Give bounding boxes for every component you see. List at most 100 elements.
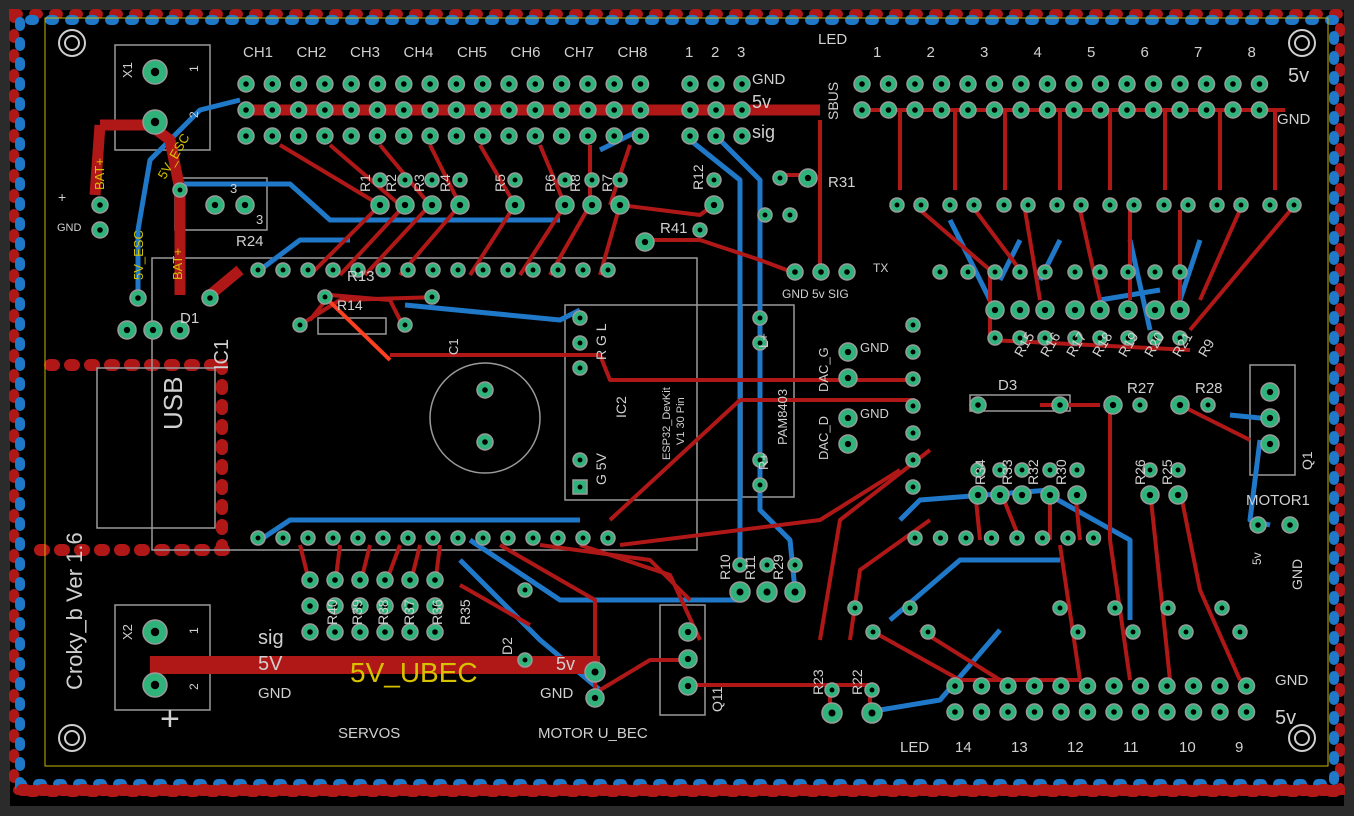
q-bot-b-1-hole <box>925 629 931 635</box>
rgl-pad-1-hole <box>577 340 583 346</box>
q-top-a-3-hole <box>1054 202 1060 208</box>
led-top-pad-r0-3-hole <box>938 81 945 87</box>
sbus-header-pad-r1-2-hole <box>739 107 745 113</box>
r-top-b-4-hole <box>511 201 519 209</box>
r12-pad-a-hole <box>711 177 717 183</box>
v5-label-sbus: 5v <box>752 92 771 112</box>
r-right-b-4-hole <box>1096 306 1104 314</box>
r-mid-a-4-hole <box>1074 467 1080 473</box>
rgl-pad-0-hole <box>577 315 583 321</box>
led-top-pad-r1-13-hole <box>1203 107 1210 113</box>
r-mid2-a-2-hole <box>792 562 798 568</box>
channel-header-pad-r0-4-hole <box>348 81 355 87</box>
esp-top-pad-9-hole <box>480 267 486 273</box>
servo-pad-r1-1-hole <box>332 603 338 609</box>
esp-top-pad-4-hole <box>355 267 361 273</box>
channel-header-pad-r0-10-hole <box>506 81 512 87</box>
q-top-a-4-hole <box>1107 202 1113 208</box>
led-bottom-pad-r1-11-hole <box>1243 709 1250 715</box>
led-top-pad-r0-4-hole <box>965 81 971 87</box>
tx-header-pad-2-hole <box>844 269 850 275</box>
mid-row-pad-7-hole <box>1091 535 1096 541</box>
v5-label-top-right: 5v <box>1288 65 1309 87</box>
q-top-a-0-hole <box>894 202 900 208</box>
led-top-pad-r0-10-hole <box>1124 81 1130 87</box>
r-mid-b-2-hole <box>1018 491 1026 499</box>
dac-pad-1-hole <box>844 348 852 356</box>
servo-pad-r0-4-hole <box>407 577 413 583</box>
resistor-label-top-3: R4 <box>437 174 453 192</box>
r14-pad-b-hole <box>402 322 408 328</box>
sbus-header-pad-r2-2-hole <box>739 133 745 139</box>
r-right-b-0-hole <box>991 306 999 314</box>
d3-pad-a-hole <box>975 402 981 408</box>
esp-bottom-pad-1-hole <box>280 535 286 541</box>
r41-pad-b-hole <box>697 227 703 233</box>
pam-label: PAM8403 <box>775 389 790 445</box>
c1-pad-a-hole <box>482 387 488 393</box>
pam-l-pad-1-hole <box>757 340 763 346</box>
resistor-label-top-6: R8 <box>567 174 583 192</box>
channel-header-pad-r0-11-hole <box>532 81 539 87</box>
r-top-b-0-hole <box>376 201 384 209</box>
outline-dashes <box>9 9 1345 797</box>
q-r31-pad-1-hole <box>762 212 768 218</box>
r-right-extra-b-hole <box>965 269 971 275</box>
r-right-c-0-hole <box>992 335 998 341</box>
q1-label: Q1 <box>1299 451 1315 470</box>
r41-label: R41 <box>660 220 688 237</box>
channel-header-pad-r0-7-hole <box>427 81 433 87</box>
led-bottom-pad-r0-1-hole <box>978 683 985 689</box>
channel-header-pad-r2-8-hole <box>453 133 460 139</box>
resistor-label-top-0: R1 <box>357 174 373 192</box>
r27-label: R27 <box>1127 380 1155 397</box>
led-top-pad-r1-1-hole <box>885 107 892 113</box>
q-top-b-4-hole <box>1131 202 1137 208</box>
r-mid-b-6-hole <box>1174 491 1182 499</box>
r-top-b-5-hole <box>561 201 569 209</box>
pam-r-pad-0-hole <box>757 457 763 463</box>
side-header-pad-0-hole <box>910 322 916 328</box>
channel-header-pad-r1-7-hole <box>427 107 433 113</box>
gnd-5v-sig-label: GND 5v SIG <box>782 287 849 301</box>
sbus-header-pad-r1-1-hole <box>713 107 719 113</box>
servo-pad-r1-2-hole <box>357 603 363 609</box>
x2-pin1: 1 <box>187 627 201 634</box>
led-bottom-pad-r1-3-hole <box>1031 709 1038 715</box>
x1-label: X1 <box>120 62 135 78</box>
channel-header-pad-r0-15-hole <box>637 81 644 87</box>
r41-pad-a-hole <box>641 238 649 246</box>
channel-header-pad-r0-1-hole <box>269 81 276 87</box>
q-bot-a-3-hole <box>1112 605 1118 611</box>
tx-label: TX <box>873 261 888 275</box>
led-top-pad-r1-10-hole <box>1124 107 1130 113</box>
esp-top-pad-10-hole <box>505 267 511 273</box>
resistor-label-top-4: R5 <box>492 174 508 192</box>
resistor-label-mid-4: R26 <box>1132 459 1148 485</box>
r-right-extra-a-hole <box>937 269 943 275</box>
esp-top-pad-1-hole <box>280 267 286 273</box>
r-top-a-1-hole <box>402 177 408 183</box>
r-top-a-2-hole <box>429 177 435 183</box>
gnd-label-sbus: GND <box>752 71 786 88</box>
gnd-label-servo: GND <box>258 685 292 702</box>
motor-ubec-pad-a-hole <box>591 668 599 676</box>
channel-header-pad-r2-14-hole <box>611 133 617 139</box>
led-top-pad-r0-12-hole <box>1177 81 1183 87</box>
esc-5v-label-2: 5V_ESC <box>131 230 146 280</box>
channel-header-pad-r1-14-hole <box>611 107 617 113</box>
channel-header-pad-r1-6-hole <box>401 107 407 113</box>
led-bottom-pad-r1-2-hole <box>1005 709 1011 715</box>
q-bot-a-2-hole <box>1057 605 1063 611</box>
channel-header-pad-r0-2-hole <box>295 81 302 87</box>
resistor-label-top-5: R6 <box>542 174 558 192</box>
servo-pad-r1-0-hole <box>307 603 313 609</box>
q-top-b-2-hole <box>1025 202 1031 208</box>
led-bottom-pad-r0-11-hole <box>1243 683 1250 689</box>
r-right-a-1-hole <box>1017 269 1023 275</box>
output-number-3: 3 <box>980 44 988 61</box>
servo-pad-r0-5-hole <box>432 577 438 583</box>
r24-pad-a-hole <box>177 187 183 193</box>
bottom-number-9: 9 <box>1235 739 1243 756</box>
